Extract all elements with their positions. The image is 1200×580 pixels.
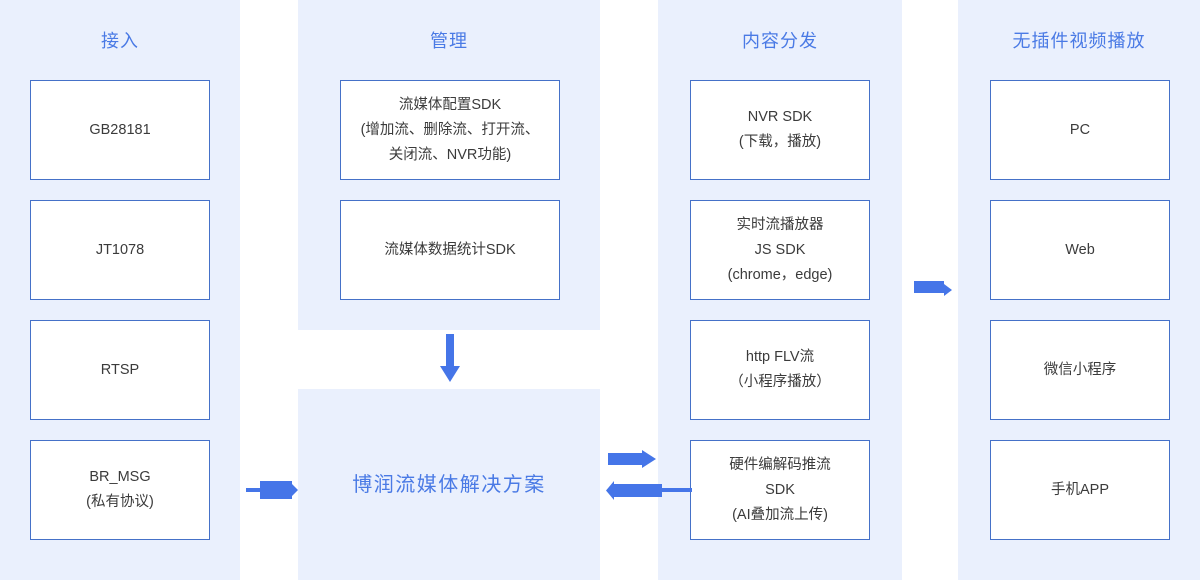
- node-playback-0[interactable]: PC: [990, 80, 1170, 180]
- node-management-0[interactable]: 流媒体配置SDK(增加流、删除流、打开流、关闭流、NVR功能): [340, 80, 560, 180]
- node-label: BR_MSG(私有协议): [86, 469, 154, 510]
- node-management-1[interactable]: 流媒体数据统计SDK: [340, 200, 560, 300]
- node-distribution-2[interactable]: http FLV流（小程序播放）: [690, 320, 870, 420]
- column-title-access: 接入: [101, 31, 139, 51]
- arrow-center-to-distribution-icon: [608, 448, 658, 472]
- node-label: NVR SDK(下载，播放): [738, 109, 822, 150]
- node-access-2[interactable]: RTSP: [30, 320, 210, 420]
- center-solution-title: 博润流媒体解决方案: [352, 473, 546, 496]
- node-distribution-0[interactable]: NVR SDK(下载，播放): [690, 80, 870, 180]
- column-title-management: 管理: [430, 31, 468, 51]
- center-solution-band: 博润流媒体解决方案: [298, 389, 600, 580]
- node-label: 流媒体数据统计SDK: [384, 241, 516, 258]
- node-playback-1[interactable]: Web: [990, 200, 1170, 300]
- arrow-distribution-to-center-icon: [604, 480, 692, 502]
- arrow-distribution-to-playback-icon: [908, 275, 956, 305]
- node-label: GB28181: [89, 121, 151, 138]
- node-playback-2[interactable]: 微信小程序: [990, 320, 1170, 420]
- column-title-playback: 无插件视频播放: [1012, 31, 1146, 51]
- node-label: RTSP: [100, 361, 140, 378]
- node-label: 手机APP: [1050, 481, 1109, 498]
- arrow-access-to-center-icon: [246, 474, 302, 506]
- node-access-0[interactable]: GB28181: [30, 80, 210, 180]
- node-access-1[interactable]: JT1078: [30, 200, 210, 300]
- node-label: 流媒体配置SDK(增加流、删除流、打开流、关闭流、NVR功能): [360, 96, 540, 163]
- node-label: http FLV流（小程序播放）: [729, 349, 831, 390]
- node-playback-3[interactable]: 手机APP: [990, 440, 1170, 540]
- node-access-3[interactable]: BR_MSG(私有协议): [30, 440, 210, 540]
- node-label: 微信小程序: [1043, 361, 1117, 378]
- node-label: PC: [1069, 121, 1091, 138]
- column-title-distribution: 内容分发: [742, 31, 818, 51]
- node-label: Web: [1065, 241, 1095, 258]
- node-label: JT1078: [95, 241, 145, 258]
- arrow-management-to-center-icon: [438, 334, 462, 384]
